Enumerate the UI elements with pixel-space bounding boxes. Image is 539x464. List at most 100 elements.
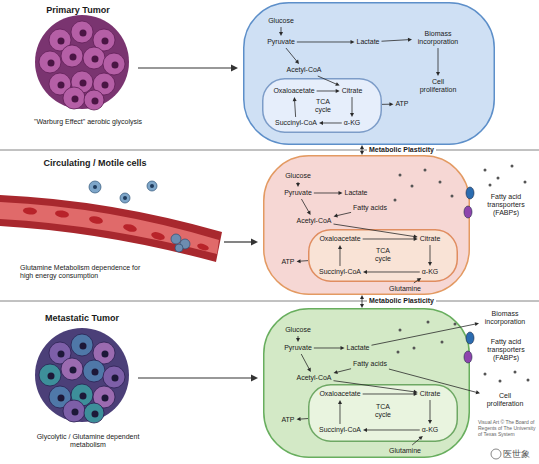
node-text: Acetyl-CoA	[296, 374, 331, 382]
arrow-line	[339, 403, 340, 424]
arrow-line	[362, 298, 363, 305]
circle-shape	[150, 184, 154, 188]
credit-note: Visual Art © The Board of Regents of The…	[478, 419, 538, 437]
circle-shape	[175, 244, 183, 252]
circle-shape	[120, 193, 130, 203]
circle-shape	[83, 47, 105, 69]
circle-shape	[70, 54, 77, 61]
circle-shape	[514, 371, 517, 374]
node-text: Citrate	[342, 87, 363, 95]
arrow-line	[317, 90, 337, 91]
circle-shape	[80, 343, 87, 350]
panel-title-box: Circulating / Motile cells	[43, 158, 146, 168]
circle-shape	[80, 30, 87, 37]
metabolite-label: Cell proliferation	[415, 78, 461, 94]
circle-shape	[441, 341, 444, 344]
circle-shape	[61, 358, 83, 380]
ellipse-shape	[464, 351, 472, 363]
arrow-line	[297, 41, 352, 42]
arrow-line	[314, 347, 342, 348]
circle-shape	[499, 380, 502, 383]
metabolite-label: Pyruvate	[284, 189, 312, 197]
rect-shape	[263, 79, 382, 133]
panel-title-box: Primary Tumor	[46, 5, 109, 15]
circle-shape	[484, 373, 487, 376]
pathway-arrow	[360, 295, 364, 308]
circle-shape	[439, 181, 442, 184]
arrow-head	[360, 295, 364, 299]
panel-title: Metastatic Tumor	[45, 313, 119, 323]
transporter-label-box: Fatty acid transporters (FABPs)	[481, 338, 531, 362]
node-text: TCA cycle	[312, 98, 334, 114]
circle-shape	[427, 321, 430, 324]
watermark-logo	[491, 449, 501, 459]
circle-shape	[39, 51, 61, 73]
credit-note-box: Visual Art © The Board of Regents of The…	[478, 419, 538, 437]
ellipse-shape	[23, 207, 38, 215]
blood-vessel	[0, 181, 222, 262]
edge-label-box: Metabolic Plasticity	[367, 297, 436, 305]
node-text: Lactate	[357, 38, 380, 46]
circle-shape	[497, 177, 500, 180]
panel-caption: Glutamine Metabolism dependence for high…	[20, 264, 155, 280]
metabolite-label: Pyruvate	[284, 344, 312, 352]
metabolite-label: Glucose	[285, 326, 311, 334]
node-text: Pyruvate	[284, 344, 312, 352]
node-text: Biomass incorporation	[481, 310, 529, 326]
circle-shape	[484, 169, 487, 172]
panel-title-box: Metastatic Tumor	[45, 313, 119, 323]
rect-shape	[244, 3, 495, 145]
ellipse-shape	[466, 187, 474, 199]
circle-shape	[58, 395, 65, 402]
circle-shape	[424, 169, 427, 172]
panel-title: Primary Tumor	[46, 5, 109, 15]
circle-shape	[61, 45, 83, 67]
node-text: Glucose	[268, 17, 294, 25]
metabolite-label: α-KG	[422, 268, 439, 276]
circle-shape	[103, 53, 125, 75]
node-text: Succinyl-CoA	[319, 268, 361, 276]
circle-shape	[80, 80, 87, 87]
circle-shape	[399, 329, 402, 332]
metabolite-label: Biomass incorporation	[481, 310, 529, 326]
node-text: ATP	[281, 258, 294, 266]
metabolite-label: ATP	[395, 100, 408, 108]
metabolite-label: Pyruvate	[267, 38, 295, 46]
node-text: Pyruvate	[267, 38, 295, 46]
metabolite-label: ATP	[281, 416, 294, 424]
circle-shape	[84, 90, 104, 110]
polygon-shape	[251, 375, 258, 382]
node-text: Glutamine	[389, 447, 421, 455]
panel-arrows	[138, 65, 258, 382]
circle-shape	[58, 38, 65, 45]
g-shape	[89, 181, 157, 203]
node-text: Fatty acids	[353, 204, 387, 212]
circle-shape	[511, 165, 514, 168]
metastatic-tumor	[35, 328, 129, 423]
separator-line	[0, 301, 539, 302]
circle-shape	[72, 96, 79, 103]
arrow-head	[360, 304, 364, 308]
polygon-shape	[231, 65, 238, 72]
metabolite-label: Glucose	[268, 17, 294, 25]
cell-membrane: GlucosePyruvateLactateBiomass incorporat…	[243, 2, 495, 145]
circle-shape	[394, 199, 397, 202]
circle-shape	[92, 98, 99, 105]
node-text: Citrate	[420, 235, 441, 243]
arrow-line	[363, 238, 415, 239]
circle-shape	[58, 351, 65, 358]
arrow-line	[339, 248, 340, 266]
arrow-line	[430, 400, 431, 421]
metabolite-label: Oxaloacetate	[319, 235, 360, 243]
node-text: Citrate	[420, 390, 441, 398]
g-shape	[39, 334, 125, 423]
edge-label: Metabolic Plasticity	[367, 297, 436, 305]
metabolite-label: Fatty acids	[353, 360, 387, 368]
ellipse-shape	[466, 332, 474, 344]
panel-caption-box: "Warburg Effect" aerobic glycolysis	[34, 118, 142, 126]
node-text: Oxaloacetate	[319, 390, 360, 398]
circle-shape	[84, 403, 104, 423]
metabolite-label: Oxaloacetate	[273, 87, 314, 95]
circle-shape	[527, 379, 530, 382]
